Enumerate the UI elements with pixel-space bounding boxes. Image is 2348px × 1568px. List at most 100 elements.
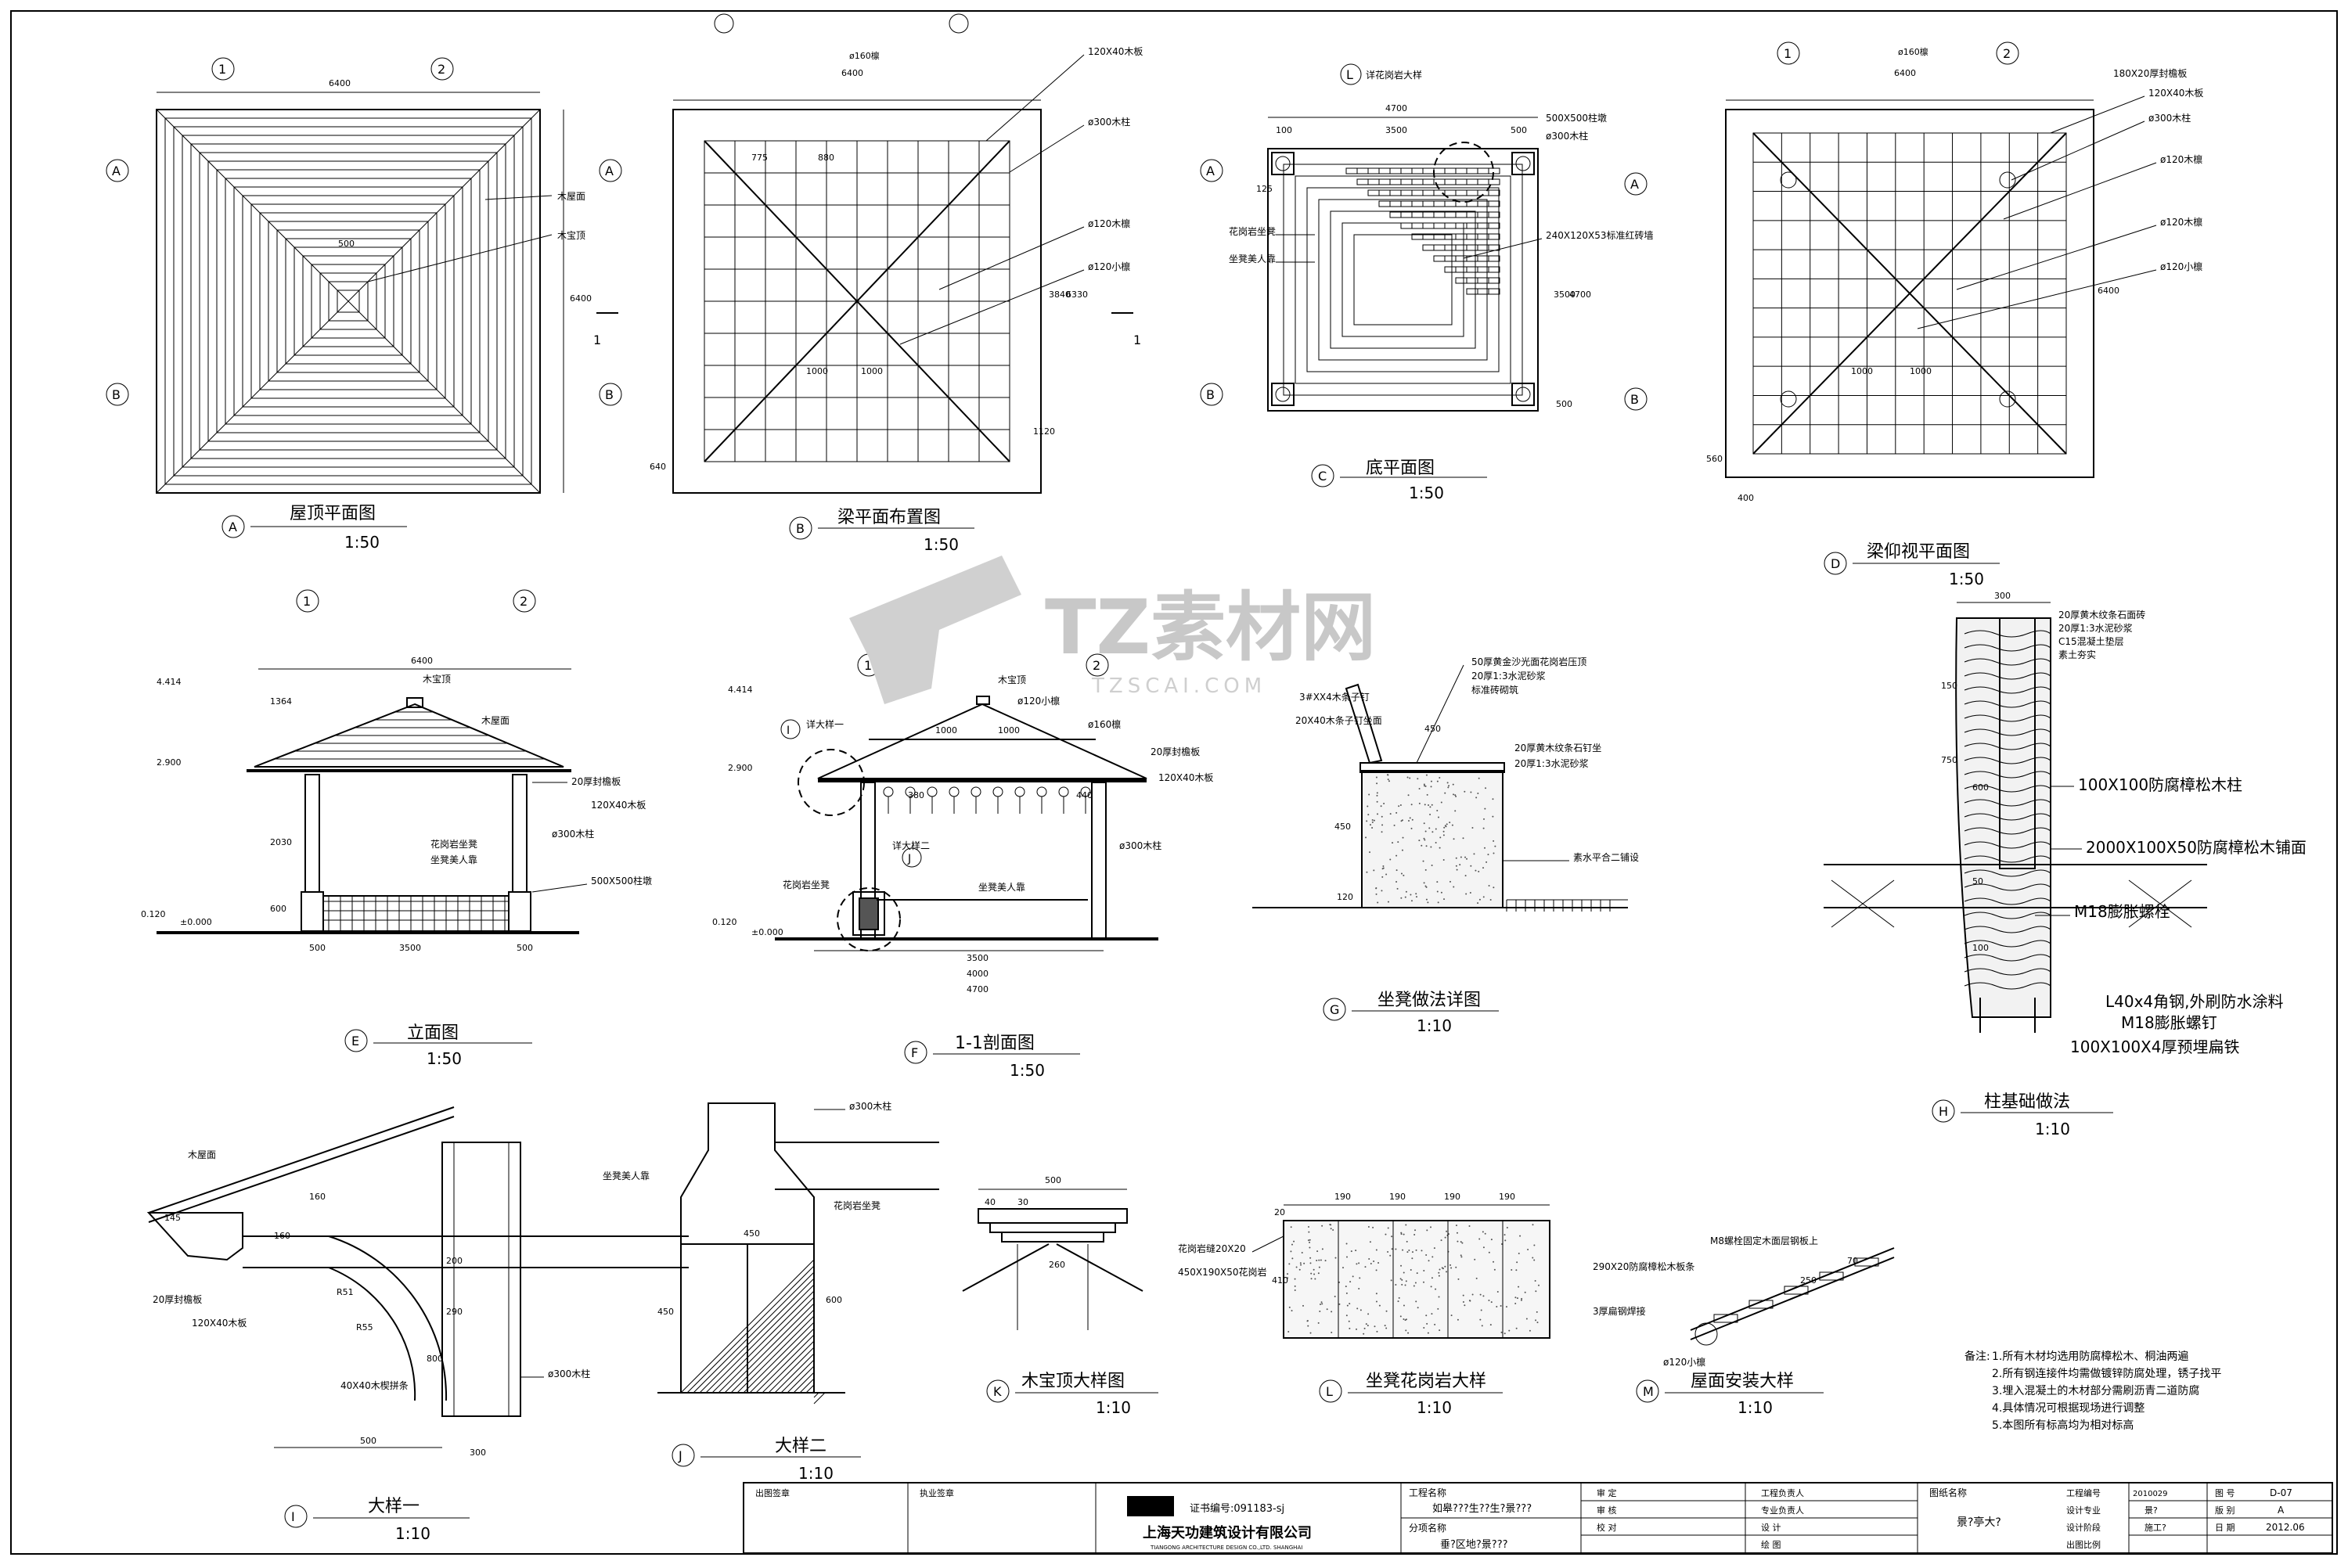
company-logo xyxy=(1127,1496,1174,1516)
svg-text:M: M xyxy=(1643,1384,1654,1399)
note-item: 2.所有钢连接件均需做镀锌防腐处理，锈子找平 xyxy=(1992,1367,2221,1380)
label-detail-2: 详大样二 xyxy=(892,840,930,851)
svg-text:1: 1 xyxy=(218,62,226,77)
svg-text:1: 1 xyxy=(864,658,872,673)
svg-text:640: 640 xyxy=(650,462,666,472)
svg-text:F: F xyxy=(911,1045,918,1060)
svg-text:A: A xyxy=(1206,164,1215,178)
view-title: 坐凳花岗岩大样 xyxy=(1366,1372,1486,1391)
note-item: 1.所有木材均选用防腐樟松木、桐油两遍 xyxy=(1992,1350,2188,1363)
label-board: 120X40木板 xyxy=(1088,46,1143,57)
label-bench: 花岗岩坐凳 xyxy=(430,838,477,850)
note-item: 4.具体情况可根据现场进行调整 xyxy=(1992,1402,2145,1415)
svg-text:450: 450 xyxy=(744,1228,760,1239)
label-brick: 240X120X53标准红砖墙 xyxy=(1546,229,1654,241)
view-title: 1-1剖面图 xyxy=(955,1034,1035,1053)
svg-text:800: 800 xyxy=(427,1354,443,1364)
svg-text:300: 300 xyxy=(1994,591,2011,601)
watermark-brand: TZ素材网 xyxy=(1045,584,1376,671)
label-finial: 木宝顶 xyxy=(998,674,1026,685)
label-fascia: 20厚封檐板 xyxy=(571,776,621,787)
view-k-finial-detail: 500 40 30 260 K 木宝顶大样图 1:10 xyxy=(962,1175,1158,1417)
view-scale: 1:10 xyxy=(2035,1120,2070,1138)
dim-top: 6400 xyxy=(841,68,863,78)
svg-text:2030: 2030 xyxy=(270,837,292,847)
svg-text:1000: 1000 xyxy=(998,725,1020,735)
axis-1-bubble xyxy=(211,57,235,81)
label-column: ø300木柱 xyxy=(849,1100,891,1112)
label-purlin: ø120小檩 xyxy=(1663,1356,1705,1368)
svg-text:380: 380 xyxy=(908,790,924,800)
svg-text:施工?: 施工? xyxy=(2145,1523,2166,1533)
view-scale: 1:10 xyxy=(395,1524,430,1543)
watermark: TZ素材网 TZSCAI.COM xyxy=(849,556,1376,704)
svg-text:B: B xyxy=(605,387,614,402)
svg-text:1: 1 xyxy=(1133,333,1141,347)
label-purlin-2: ø120木檩 xyxy=(2160,216,2202,228)
view-c-base-plan: L 详花岗岩大样 4700 3500 100 500 500X500柱墩 ø30… xyxy=(1200,63,1654,502)
label-column: ø300木柱 xyxy=(552,828,594,840)
svg-text:190: 190 xyxy=(1444,1192,1460,1202)
axis-2-bubble xyxy=(430,57,454,81)
label-coping: 50厚黄金沙光面花岗岩压顶 xyxy=(1471,656,1586,667)
label-column: ø300木柱 xyxy=(1546,130,1588,142)
view-l-granite-detail: 190 190 190 190 20 410 花岗岩缝20X20 450X190… xyxy=(1178,1192,1550,1417)
svg-text:ø160檩: ø160檩 xyxy=(1898,46,1928,57)
svg-text:H: H xyxy=(1939,1104,1948,1119)
svg-text:190: 190 xyxy=(1499,1192,1515,1202)
label-stone: 20厚黄木纹条石钉坐 xyxy=(1514,743,1601,753)
label-purlin: ø120木檩 xyxy=(1088,218,1130,229)
note-item: 3.埋入混凝土的木材部分需刷沥青二道防腐 xyxy=(1992,1384,2199,1397)
svg-text:±0.000: ±0.000 xyxy=(180,917,212,927)
label-joint: 花岗岩缝20X20 xyxy=(1178,1243,1246,1254)
label-board: 120X40木板 xyxy=(1158,772,1213,783)
label-mortar: 20厚1:3水泥砂浆 xyxy=(2058,622,2133,634)
company-cert: 证书编号:091183-sj xyxy=(1190,1503,1284,1515)
label-screw: M18膨胀螺钉 xyxy=(2121,1013,2217,1032)
svg-text:工程负责人: 工程负责人 xyxy=(1761,1487,1804,1498)
company-name-en: TIANGONG ARCHITECTURE DESIGN CO.,LTD. SH… xyxy=(1150,1545,1302,1551)
label-pier: 500X500柱墩 xyxy=(591,875,652,886)
svg-text:290: 290 xyxy=(446,1307,463,1317)
label-strip: 3#XX4木条子钉 xyxy=(1299,692,1370,703)
svg-text:6330: 6330 xyxy=(1066,290,1088,300)
label-post: 100X100防腐樟松木柱 xyxy=(2078,775,2242,794)
svg-text:450: 450 xyxy=(657,1307,674,1317)
svg-text:150: 150 xyxy=(1941,681,1957,691)
seal-label: 执业签章 xyxy=(920,1487,954,1498)
label-pier: 500X500柱墩 xyxy=(1546,112,1607,124)
issue-date: 2012.06 xyxy=(2266,1522,2305,1533)
subproject-label: 分项名称 xyxy=(1409,1522,1446,1534)
svg-text:500: 500 xyxy=(1556,399,1572,409)
view-scale: 1:10 xyxy=(1417,1016,1452,1035)
view-f-section: I J 详大样一 详大样二 3500 4000 4700 1000 1000 3… xyxy=(712,653,1213,1080)
svg-text:A: A xyxy=(112,164,121,178)
svg-text:450: 450 xyxy=(1334,822,1351,832)
svg-text:审 定: 审 定 xyxy=(1597,1487,1617,1498)
label-concrete: C15混凝土垫层 xyxy=(2058,635,2124,647)
label-mortar-2: 20厚1:3水泥砂浆 xyxy=(1514,757,1589,769)
svg-text:20: 20 xyxy=(1274,1207,1285,1217)
label-bolt: M8螺栓固定木面层钢板上 xyxy=(1710,1235,1818,1246)
view-e-elevation: 6400 3500 500 500 4.414 2.900 0.120 ±0.0… xyxy=(141,589,652,1068)
svg-text:B: B xyxy=(112,387,121,402)
view-letter: A xyxy=(229,520,237,534)
svg-text:L: L xyxy=(1346,67,1353,82)
svg-text:校 对: 校 对 xyxy=(1597,1522,1617,1533)
svg-text:L: L xyxy=(1326,1384,1333,1399)
svg-text:120: 120 xyxy=(1337,892,1353,902)
label-backrest: 坐凳美人靠 xyxy=(430,854,477,865)
svg-text:190: 190 xyxy=(1389,1192,1406,1202)
label-wood-roof: 木屋面 xyxy=(557,191,585,202)
svg-text:125: 125 xyxy=(1256,184,1273,194)
label-callout: 详花岗岩大样 xyxy=(1366,69,1422,81)
dim-width: 6400 xyxy=(329,78,351,88)
svg-text:日 期: 日 期 xyxy=(2215,1523,2235,1533)
svg-text:440: 440 xyxy=(1076,790,1093,800)
svg-text:2.900: 2.900 xyxy=(157,757,182,768)
svg-text:1000: 1000 xyxy=(806,366,828,376)
view-i-detail-one: 500 300 木屋面 20厚封檐板 120X40木板 40X40木楔拼条 ø3… xyxy=(146,1106,689,1543)
svg-text:200: 200 xyxy=(446,1256,463,1266)
drawing-name-label: 图纸名称 xyxy=(1929,1487,1967,1498)
